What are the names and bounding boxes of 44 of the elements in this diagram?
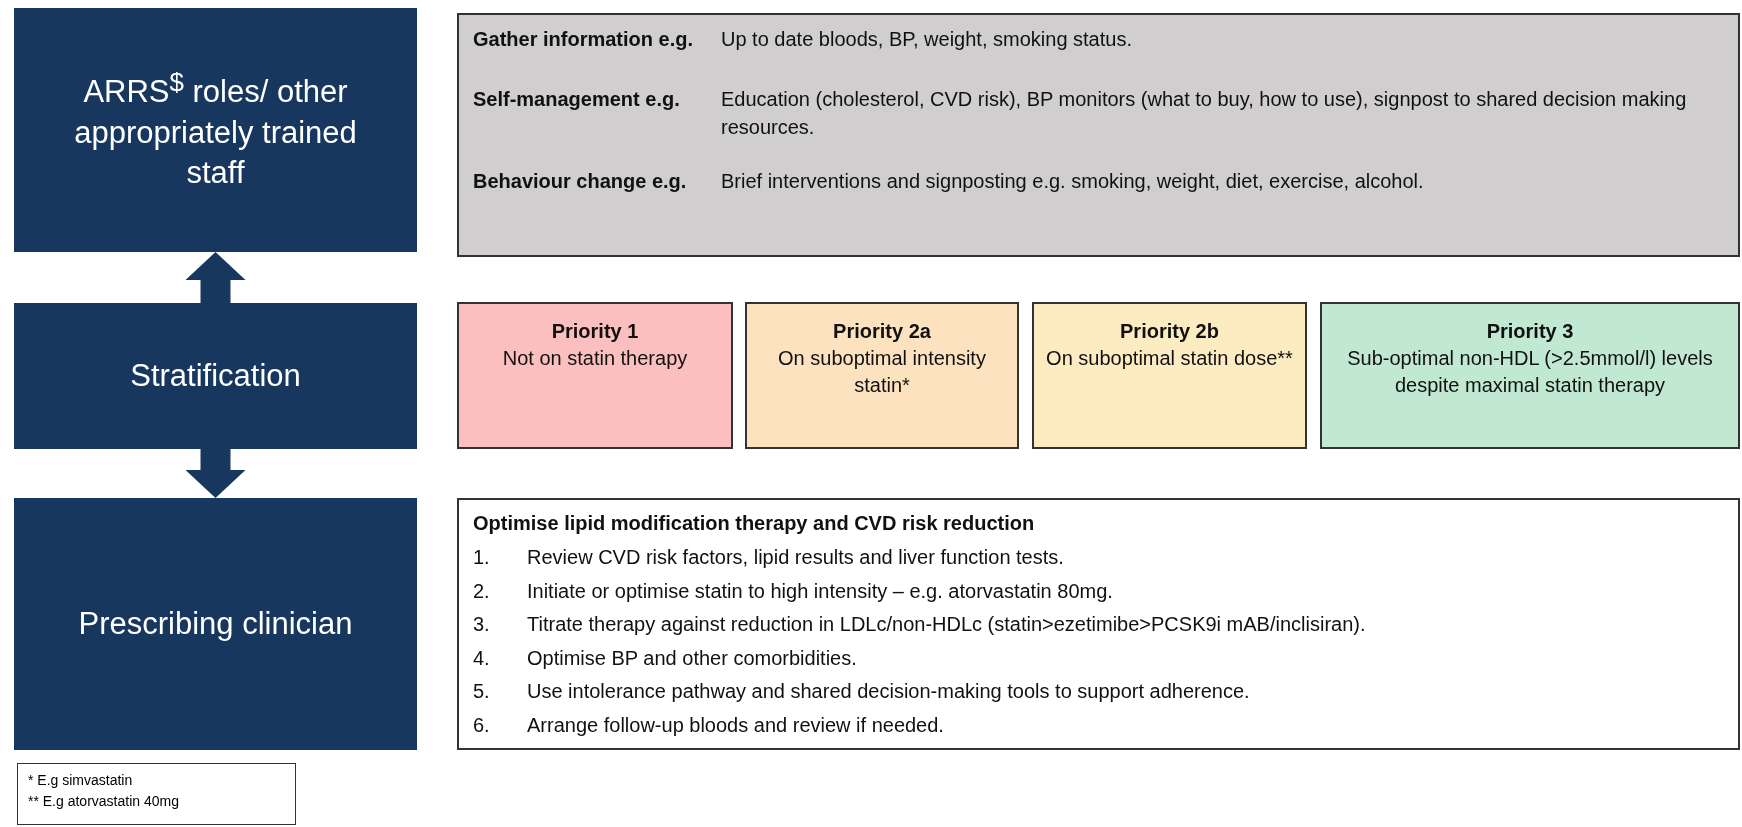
role-box: [14, 303, 417, 449]
row-label: Behaviour change e.g.: [473, 169, 687, 194]
list-item: Review CVD risk factors, lipid results and liver function tests.: [527, 546, 1064, 569]
row-text: Up to date bloods, BP, weight, smoking status.: [721, 27, 1133, 52]
list-number: 4.: [473, 646, 490, 670]
row-text: Brief interventions and signposting e.g. smoking, weight, diet, exercise, alcohol.: [721, 169, 1425, 194]
priority-heading: Priority 3: [1485, 319, 1575, 344]
priority-card: [1320, 302, 1740, 449]
role-title: Stratification: [130, 356, 301, 395]
list-item: Titrate therapy against reduction in LDLc/non-HDLc (statin>ezetimibe>PCSK9i mAB/inclisiran).: [527, 613, 1366, 636]
role-box: [14, 8, 417, 252]
info-panel: [457, 13, 1740, 257]
priority-description: Not on statin therapy: [501, 346, 689, 371]
priority-heading: Priority 2b: [1119, 319, 1220, 344]
panel-heading: Optimise lipid modification therapy and CVD risk reduction: [473, 512, 1035, 535]
footnote-text: ** E.g atorvastatin 40mg: [28, 792, 180, 811]
priority-description: On suboptimal intensity statin*: [777, 346, 987, 398]
block-arrow: [185, 449, 246, 498]
row-label: Self-management e.g.: [473, 87, 680, 112]
priority-heading: Priority 1: [550, 319, 640, 344]
role-title: ARRS$^{$}$ roles/ other appropriately trained staff: [73, 67, 358, 193]
list-item: Initiate or optimise statin to high intensity – e.g. atorvastatin 80mg.: [527, 579, 1113, 603]
row-text: Education (cholesterol, CVD risk), BP monitors (what to buy, how to use), signpost to shared decision making resources.: [721, 87, 1688, 140]
list-number: 6.: [473, 713, 490, 737]
list-number: 5.: [473, 680, 490, 703]
list-number: 1.: [473, 546, 490, 569]
footnote-box: [17, 763, 296, 825]
block-arrow: [185, 252, 246, 303]
list-number: 3.: [473, 613, 490, 636]
priority-heading: Priority 2a: [832, 319, 932, 344]
role-title: Prescribing clinician: [78, 604, 353, 643]
action-panel: [457, 498, 1740, 750]
row-label: Gather information e.g.: [473, 27, 694, 52]
priority-description: Sub-optimal non-HDL (>2.5mmol/l) levels despite maximal statin therapy: [1346, 346, 1714, 398]
priority-card: [1032, 302, 1307, 449]
priority-description: On suboptimal statin dose**: [1045, 346, 1294, 371]
role-box: [14, 498, 417, 750]
footnote-text: * E.g simvastatin: [28, 771, 134, 790]
list-item: Use intolerance pathway and shared decision-making tools to support adherence.: [527, 680, 1250, 703]
priority-card: [457, 302, 733, 449]
list-item: Arrange follow-up bloods and review if needed.: [527, 713, 944, 737]
list-number: 2.: [473, 579, 490, 603]
list-item: Optimise BP and other comorbidities.: [527, 646, 857, 670]
priority-card: [745, 302, 1019, 449]
